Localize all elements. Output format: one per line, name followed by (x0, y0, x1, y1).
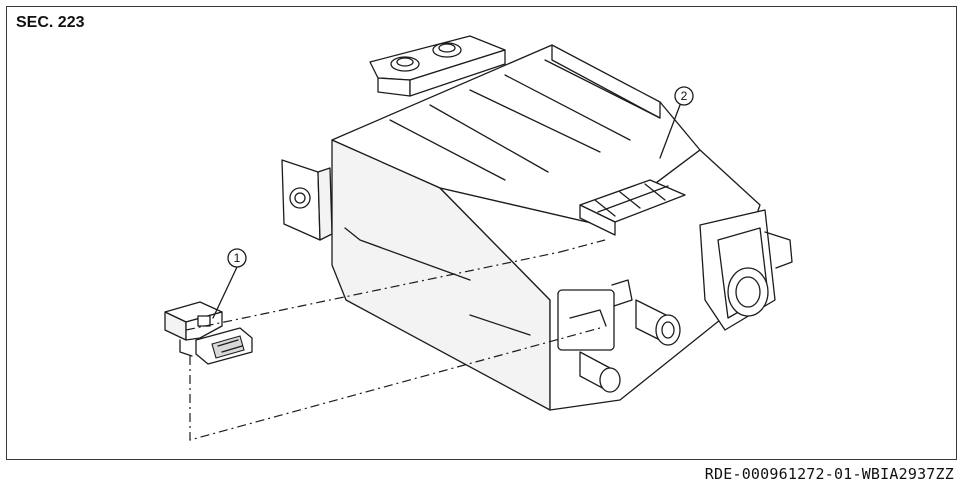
callout-2-circle (674, 86, 694, 106)
callout-1: 1 (212, 248, 247, 319)
callout-2-leader (659, 104, 681, 159)
callout-1-leader (212, 266, 238, 319)
canister-top-bracket (369, 35, 506, 97)
canister-left-bracket (281, 159, 333, 241)
reference-code: RDE-000961272-01-WBIA2937ZZ (704, 465, 954, 483)
canister-vent-grille (579, 179, 686, 236)
callout-1-number: 1 (234, 251, 241, 265)
section-label: SEC. 223 (16, 14, 85, 31)
canister-front-nipples (557, 279, 681, 393)
assembly-lines (185, 239, 606, 441)
callout-2-number: 2 (681, 89, 688, 103)
connector (164, 301, 253, 365)
canister-ribs (389, 44, 661, 181)
canister-right-port (699, 209, 793, 331)
callout-2: 2 (659, 86, 694, 159)
callout-1-circle (227, 248, 247, 268)
canister (281, 35, 793, 411)
